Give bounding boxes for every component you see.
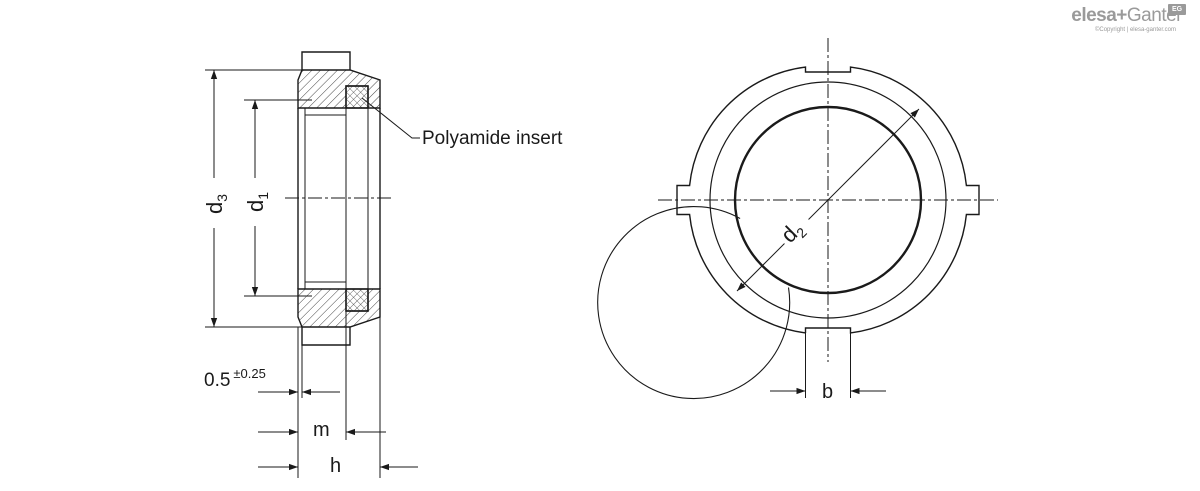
m-label: m (313, 419, 330, 441)
extension-lines (297, 311, 381, 478)
brand-logo: elesa+Ganter EG ©Copyright | elesa-gante… (1071, 4, 1186, 34)
top-slot-tab (301, 51, 351, 70)
d2-dimension-line (736, 108, 920, 292)
h-label: h (330, 455, 341, 477)
d3-label: d3 (202, 194, 230, 214)
b-dimension (770, 333, 886, 398)
d2-label-bg (775, 210, 819, 254)
offset-label: 0.5±0.25 (204, 366, 266, 391)
outer-ring-with-slots (676, 66, 980, 334)
d1-label: d1 (243, 192, 271, 212)
thread-arc (597, 205, 791, 400)
brand-badge: EG (1168, 4, 1186, 15)
d3-dimension (205, 69, 302, 328)
bottom-slot-tab (301, 327, 351, 346)
brand-wordmark: elesa+Ganter (1071, 5, 1182, 26)
side-section-view (297, 51, 381, 346)
lower-polyamide-insert (345, 288, 369, 312)
d1-dimension (244, 99, 312, 297)
b-label: b (822, 381, 833, 403)
insert-leader-line (361, 97, 420, 139)
insert-label: Polyamide insert (422, 128, 563, 149)
brand-copyright: ©Copyright | elesa-ganter.com (1094, 27, 1176, 33)
upper-polyamide-insert (345, 85, 369, 109)
